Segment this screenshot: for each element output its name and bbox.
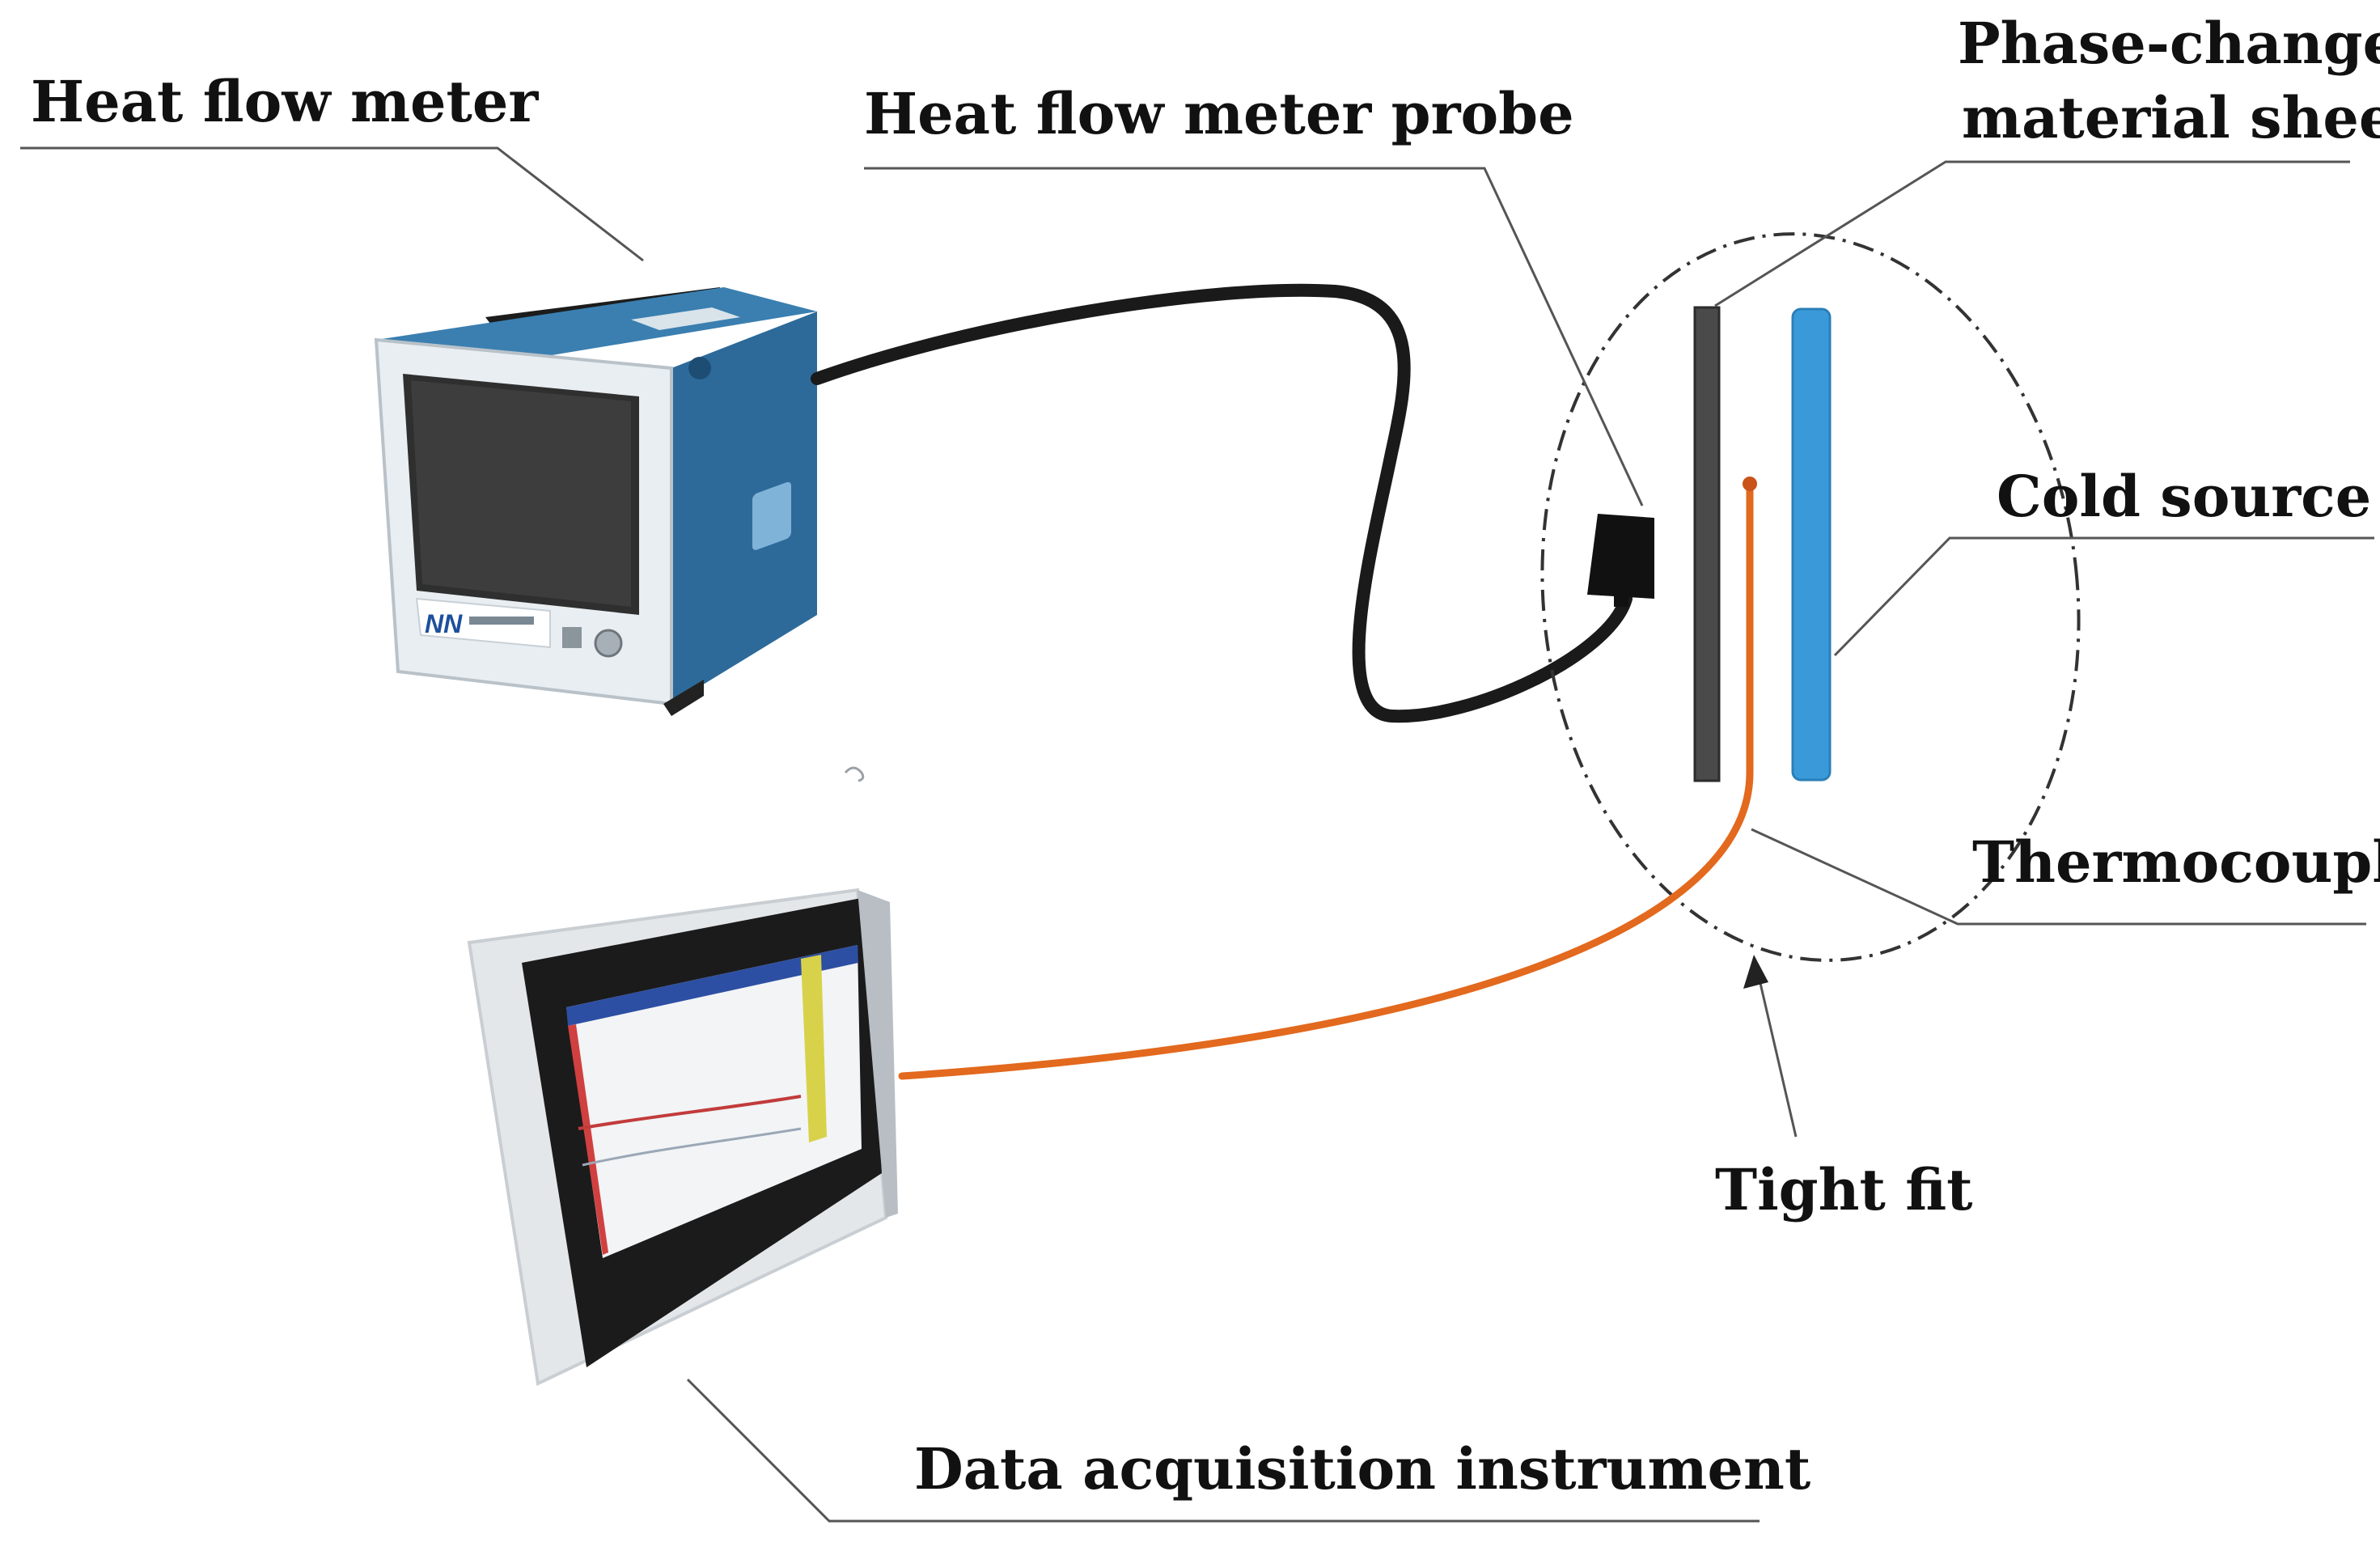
label-tight-fit: Tight fit [1715, 1156, 1972, 1223]
label-phase-change-line1: Phase-change [1958, 10, 2380, 77]
leader-tight-fit [1755, 968, 1798, 1138]
device-model-text [469, 617, 534, 625]
device-button-round [594, 629, 623, 658]
leader-daq [686, 1378, 1760, 1523]
leader-pcm-sheet [1714, 160, 2350, 307]
heat-flow-cable [811, 283, 1633, 723]
leader-cold-source [1833, 536, 2374, 657]
device-screen-inner [411, 380, 631, 607]
device-side-face [671, 311, 817, 704]
label-phase-change-line2: material sheet [1962, 84, 2380, 151]
experiment-zone-ellipse [1540, 232, 2081, 962]
leader-thermocouple [1751, 828, 2366, 926]
daq-screen-left-accent [568, 1024, 608, 1255]
thermocouple-tip [1743, 477, 1757, 491]
leader-lines [20, 146, 2374, 1523]
heat-flow-meter-device: NN [374, 287, 817, 716]
leader-probe [864, 167, 1644, 506]
daq-chart-line [578, 1095, 802, 1130]
label-cold-source: Cold source [1997, 463, 2371, 530]
label-heat-flow-meter-probe: Heat flow meter probe [864, 80, 1574, 147]
device-button [562, 627, 582, 648]
label-thermocouple: Thermocouple [1972, 828, 2380, 896]
device-side-knob [688, 357, 711, 379]
daq-screen-header [566, 945, 858, 1026]
leader-heat-flow-meter [20, 146, 644, 262]
device-top-face [376, 287, 817, 368]
tight-fit-arrowhead [1743, 955, 1768, 989]
probe-connector [1614, 591, 1628, 607]
label-heat-flow-meter: Heat flow meter [31, 68, 539, 135]
device-brand-logo: NN [425, 609, 463, 638]
device-side-decal [752, 481, 791, 550]
small-mark [844, 766, 865, 782]
daq-side-edge [858, 890, 898, 1218]
device-top-label [631, 307, 740, 330]
daq-chart-line-2 [582, 1127, 802, 1167]
daq-side-panel [801, 955, 827, 1142]
label-data-acquisition-instrument: Data acquisition instrument [914, 1435, 1810, 1502]
heat-flow-probe [1587, 514, 1654, 599]
data-acquisition-instrument [467, 888, 898, 1386]
daq-screen [566, 945, 862, 1258]
device-foot [663, 680, 704, 716]
thermocouple-wire [898, 480, 1754, 1080]
phase-change-material-sheet [1693, 306, 1721, 782]
cold-source-plate [1791, 307, 1832, 782]
